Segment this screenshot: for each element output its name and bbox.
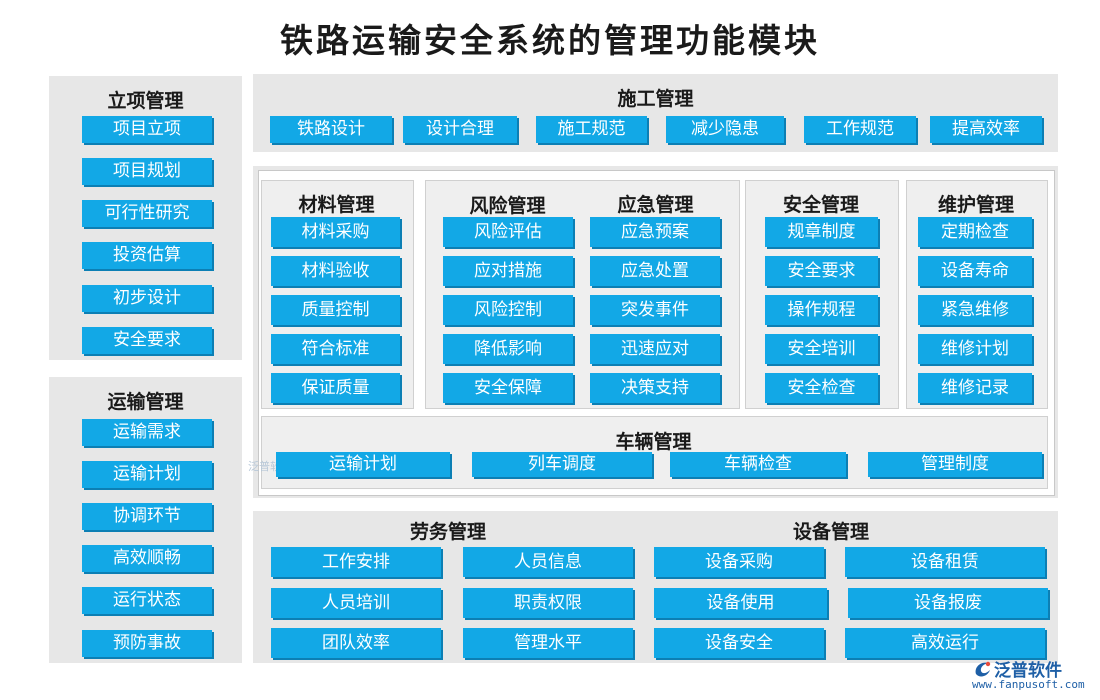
fengxian-item-4: 降低影响 — [443, 334, 573, 364]
header-shebei: 设备管理 — [792, 521, 869, 543]
logo-name: 泛普软件 — [994, 661, 1062, 681]
lixiang-item-4: 投资估算 — [82, 242, 212, 269]
yunshu-item-4: 高效顺畅 — [82, 545, 212, 572]
shebei-item-4: 设备报废 — [848, 588, 1048, 618]
shigong-item-3: 施工规范 — [536, 116, 647, 143]
shigong-item-2: 设计合理 — [403, 116, 517, 143]
cailiao-item-5: 保证质量 — [271, 373, 400, 403]
yingji-item-1: 应急预案 — [590, 217, 720, 247]
laowu-item-5: 团队效率 — [271, 628, 441, 658]
shebei-item-5: 设备安全 — [654, 628, 824, 658]
lixiang-item-6: 安全要求 — [82, 327, 212, 354]
cheliang-item-1: 运输计划 — [276, 452, 450, 477]
lixiang-item-1: 项目立项 — [82, 116, 212, 143]
shebei-item-2: 设备租赁 — [845, 547, 1045, 577]
header-yunshu: 运输管理 — [107, 391, 184, 413]
anquan-item-5: 安全检查 — [765, 373, 878, 403]
cailiao-item-1: 材料采购 — [271, 217, 400, 247]
header-anquan: 安全管理 — [782, 194, 859, 216]
shigong-item-4: 减少隐患 — [666, 116, 784, 143]
weihu-item-5: 维修记录 — [918, 373, 1032, 403]
yunshu-item-5: 运行状态 — [82, 587, 212, 614]
cheliang-item-3: 车辆检查 — [670, 452, 846, 477]
laowu-item-2: 人员信息 — [463, 547, 633, 577]
laowu-item-3: 人员培训 — [271, 588, 441, 618]
logo-swirl-icon — [975, 661, 991, 677]
weihu-item-1: 定期检查 — [918, 217, 1032, 247]
header-laowu: 劳务管理 — [409, 521, 486, 543]
laowu-item-1: 工作安排 — [271, 547, 441, 577]
lixiang-item-3: 可行性研究 — [82, 200, 212, 227]
yingji-item-2: 应急处置 — [590, 256, 720, 286]
lixiang-item-2: 项目规划 — [82, 158, 212, 185]
lixiang-item-5: 初步设计 — [82, 285, 212, 312]
cailiao-item-3: 质量控制 — [271, 295, 400, 325]
shigong-item-1: 铁路设计 — [270, 116, 392, 143]
yunshu-item-2: 运输计划 — [82, 461, 212, 488]
fengxian-item-3: 风险控制 — [443, 295, 573, 325]
header-yingji: 应急管理 — [617, 194, 694, 216]
header-lixiang: 立项管理 — [107, 90, 184, 112]
shigong-item-6: 提高效率 — [930, 116, 1042, 143]
yingji-item-5: 决策支持 — [590, 373, 720, 403]
yunshu-item-1: 运输需求 — [82, 419, 212, 446]
fengxian-item-5: 安全保障 — [443, 373, 573, 403]
logo-url: www.fanpusoft.com — [972, 678, 1085, 691]
header-cailiao: 材料管理 — [298, 194, 375, 216]
shigong-item-5: 工作规范 — [804, 116, 916, 143]
yunshu-item-3: 协调环节 — [82, 503, 212, 530]
cailiao-item-2: 材料验收 — [271, 256, 400, 286]
cailiao-item-4: 符合标准 — [271, 334, 400, 364]
laowu-item-4: 职责权限 — [463, 588, 633, 618]
header-fengxian: 风险管理 — [469, 195, 546, 217]
yingji-item-3: 突发事件 — [590, 295, 720, 325]
fengxian-item-1: 风险评估 — [443, 217, 573, 247]
header-shigong: 施工管理 — [617, 88, 694, 110]
fengxian-item-2: 应对措施 — [443, 256, 573, 286]
anquan-item-3: 操作规程 — [765, 295, 878, 325]
anquan-item-4: 安全培训 — [765, 334, 878, 364]
header-cheliang: 车辆管理 — [615, 431, 692, 453]
weihu-item-4: 维修计划 — [918, 334, 1032, 364]
page-title: 铁路运输安全系统的管理功能模块 — [280, 21, 820, 60]
cheliang-item-2: 列车调度 — [472, 452, 652, 477]
anquan-item-1: 规章制度 — [765, 217, 878, 247]
shebei-item-1: 设备采购 — [654, 547, 824, 577]
cheliang-item-4: 管理制度 — [868, 452, 1042, 477]
anquan-item-2: 安全要求 — [765, 256, 878, 286]
weihu-item-3: 紧急维修 — [918, 295, 1032, 325]
shebei-item-6: 高效运行 — [845, 628, 1045, 658]
yunshu-item-6: 预防事故 — [82, 630, 212, 657]
weihu-item-2: 设备寿命 — [918, 256, 1032, 286]
header-weihu: 维护管理 — [937, 194, 1014, 216]
yingji-item-4: 迅速应对 — [590, 334, 720, 364]
shebei-item-3: 设备使用 — [654, 588, 827, 618]
laowu-item-6: 管理水平 — [463, 628, 633, 658]
